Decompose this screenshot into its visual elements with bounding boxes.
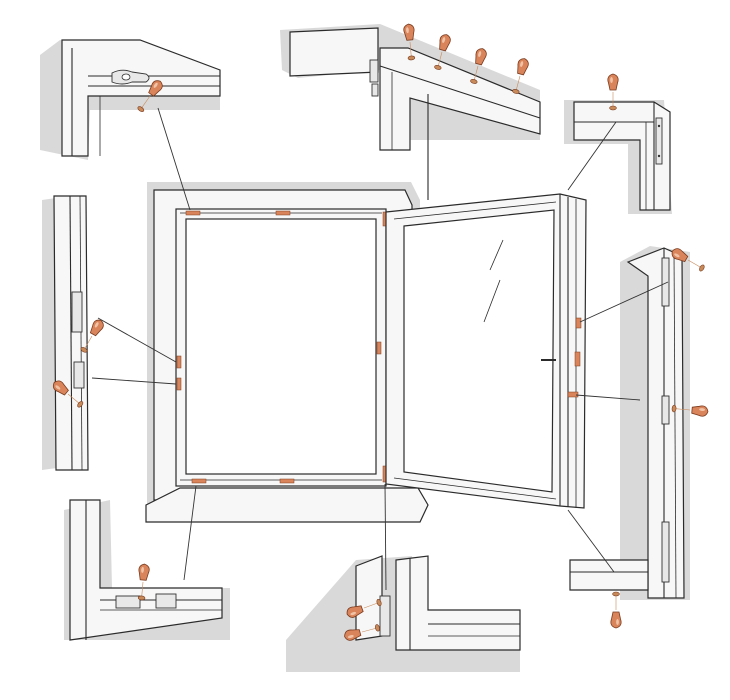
- detail-top-right-corner: [564, 100, 672, 214]
- detail-bottom-left-corner: [64, 499, 230, 641]
- detail-top-left-corner: [40, 39, 221, 160]
- detail-bottom-center-hinge: [286, 555, 521, 672]
- main-window: [145, 182, 587, 523]
- detail-right-side-locks: [569, 246, 690, 600]
- right-sash-glass: [403, 209, 555, 493]
- detail-top-hinge-strip: [280, 24, 541, 200]
- left-sash-glass: [185, 218, 377, 475]
- window-sill: [145, 487, 429, 523]
- right-bottom-pin: [610, 591, 622, 629]
- leader-lines: [91, 107, 669, 591]
- detail-left-side-locks: [42, 195, 89, 471]
